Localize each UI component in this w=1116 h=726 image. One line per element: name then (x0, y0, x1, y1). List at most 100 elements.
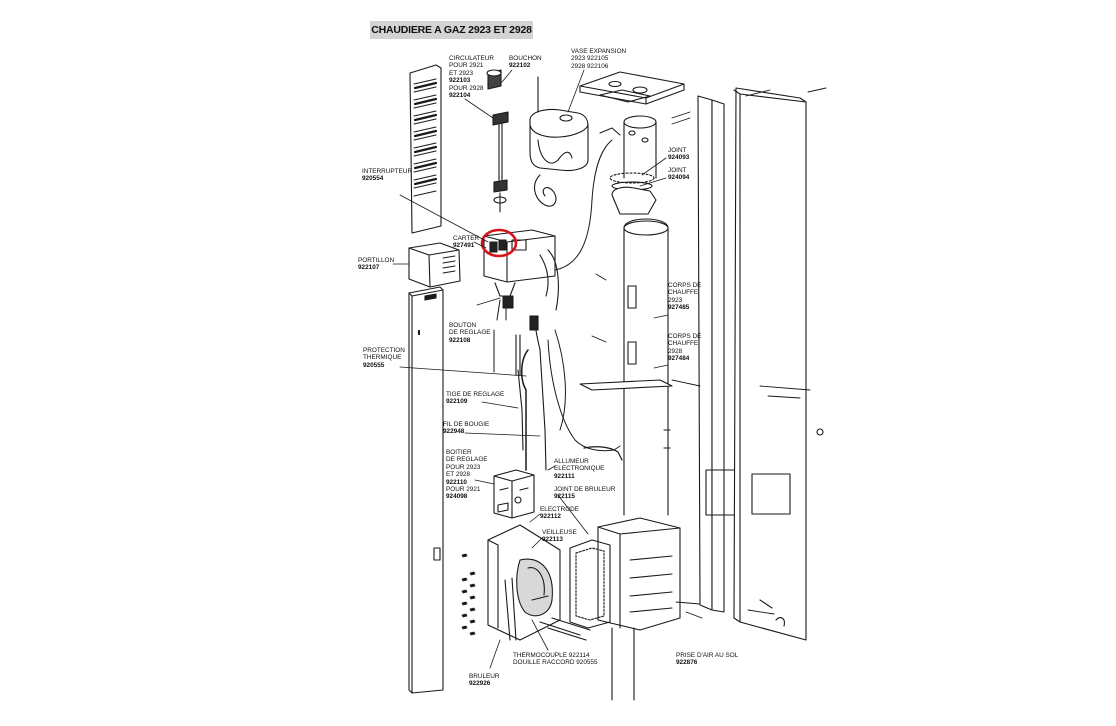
circulateur-pump (492, 111, 509, 213)
label-line: DOUILLE RACCORD 920555 (513, 659, 598, 667)
label-code: POUR 2921 (446, 486, 481, 494)
joint-bruleur (569, 539, 611, 629)
label-code: 922876 (676, 659, 698, 667)
label-line: JOINT DE BRULEUR (554, 486, 616, 493)
label-code: 922103 (449, 77, 471, 85)
label-code: 922104 (449, 92, 471, 100)
flue-pipe (609, 115, 657, 215)
label-line: 2923 922105 (571, 55, 609, 63)
leader-lines (392, 69, 669, 669)
label-line: CORPS DE (668, 282, 702, 289)
bouchon-cap (486, 69, 502, 90)
label-line: ELECTRONIQUE (554, 465, 605, 473)
vase-expansion (529, 76, 589, 207)
label-line: THERMIQUE (363, 354, 402, 362)
label-code: 922110 (446, 478, 467, 486)
label-line: THERMOCOUPLE 922114 (513, 652, 590, 659)
corps-de-chauffe (623, 218, 671, 516)
label-line: BOITIER (446, 449, 472, 456)
label-line: CARTER (453, 235, 480, 242)
top-louvre-panel (409, 64, 442, 234)
top-hood (579, 71, 685, 105)
electrode-tube (583, 446, 623, 461)
label-line: PRISE D'AIR AU SOL (676, 652, 739, 659)
label-code: 920554 (362, 175, 384, 183)
label-line: ALLUMEUR (554, 458, 589, 465)
label-line: ELECTRODE (540, 506, 580, 513)
label-line: DE REGLAGE (449, 329, 491, 337)
label-line: TIGE DE REGLAGE (446, 391, 505, 398)
side-panel (697, 95, 743, 613)
label-code: 927484 (668, 355, 690, 363)
label-line: 2923 (668, 296, 683, 304)
label-line: JOINT (668, 147, 687, 154)
tige-reglage (515, 315, 547, 471)
label-code: 922926 (469, 680, 491, 688)
label-line: ET 2923 (449, 69, 474, 77)
label-line: VEILLEUSE (542, 529, 577, 536)
label-code: 922108 (449, 336, 471, 344)
label-code: 922113 (542, 536, 563, 544)
label-line: VASE EXPANSION (571, 48, 627, 55)
label-line: PROTECTION (363, 347, 405, 354)
label-line: FIL DE BOUGIE (443, 421, 490, 428)
label-line: DE REGLAGE (446, 456, 488, 464)
label-code: 922115 (554, 493, 575, 501)
diagram-title: CHAUDIERE A GAZ 2923 ET 2928 (370, 21, 533, 39)
label-line: BRULEUR (469, 673, 500, 680)
label-line: JOINT (668, 167, 687, 174)
label-line: PORTILLON (358, 257, 395, 264)
label-line: CHAUFFE (668, 289, 699, 297)
front-long-panel (408, 286, 444, 694)
back-panel (733, 87, 824, 641)
highlight-circle (480, 228, 518, 258)
mounting-plate (579, 379, 673, 391)
screws (461, 553, 476, 636)
label-line: 2928 922106 (571, 62, 609, 70)
label-line: CIRCULATEUR (449, 55, 494, 62)
bottom-rails (539, 617, 591, 641)
label-code: 927491 (453, 242, 475, 250)
label-line: INTERRUPTEUR (362, 168, 413, 175)
label-line: 2928 (668, 347, 683, 355)
label-code: 922948 (443, 428, 465, 436)
label-line: CORPS DE (668, 333, 702, 340)
label-code: 922112 (540, 513, 561, 521)
label-code: 920555 (363, 361, 385, 369)
label-code: 922111 (554, 472, 575, 480)
label-code: 927485 (668, 304, 690, 312)
gas-valve-boitier (493, 469, 535, 519)
label-code: 922109 (446, 398, 468, 406)
bruleur-burner (487, 524, 561, 641)
label-line: POUR 2923 (446, 463, 481, 471)
label-code: POUR 2928 (449, 84, 484, 92)
label-line: POUR 2921 (449, 62, 484, 70)
label-code: 924094 (668, 174, 690, 182)
label-code: 924093 (668, 154, 690, 162)
label-line: BOUTON (449, 322, 477, 329)
label-line: BOUCHON (509, 55, 542, 62)
label-code: 924098 (446, 493, 468, 501)
portillon-door (408, 242, 461, 288)
carter-box (483, 229, 559, 311)
